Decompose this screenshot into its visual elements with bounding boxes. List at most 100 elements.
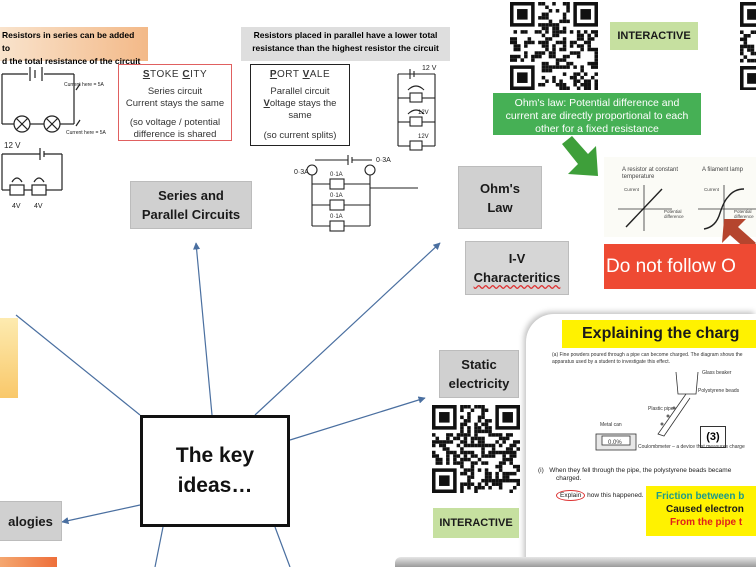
- iv-ylabel-1: Current: [624, 187, 640, 192]
- series-voltage-label: 12 V: [4, 141, 21, 150]
- slide-marks: (3): [700, 426, 726, 448]
- bottom-slide-edge: [395, 557, 756, 567]
- warning-banner: Do not follow O: [604, 244, 756, 289]
- interactive-label-bottom[interactable]: INTERACTIVE: [433, 508, 519, 538]
- port-line-3: (so current splits): [263, 130, 337, 141]
- slide-question-text: When they fell through the pipe, the pol…: [549, 467, 732, 474]
- orange-strip: [0, 557, 57, 567]
- series-current-bottom: Current here = 5A: [66, 130, 107, 136]
- parallel-ammeter-left: 0·3A: [294, 169, 309, 176]
- slide-explain: Explain how this happened.: [556, 490, 644, 501]
- key-ideas-line-1: The key: [175, 444, 255, 467]
- slide-label-glass: Glass beaker: [702, 370, 732, 376]
- stoke-title-s: S: [142, 69, 151, 80]
- series-current-top: Current here = 5A: [64, 82, 105, 88]
- node-static-electricity[interactable]: Static electricity: [439, 350, 519, 398]
- node-iv-characteristics[interactable]: I-V Characteritics: [465, 241, 569, 295]
- node-static-line-1: Static: [461, 357, 497, 372]
- stoke-title-c: C: [182, 69, 191, 80]
- node-series-parallel-line-1: Series and: [158, 188, 224, 203]
- parallel-voltage-top: 12 V: [422, 65, 437, 72]
- slide-answer-line-1: Friction between b: [656, 491, 745, 502]
- line-to-left: [15, 314, 141, 416]
- iv-title-resistor-2: temperature: [622, 174, 655, 180]
- stoke-title-rest2: ITY: [190, 69, 208, 80]
- port-line-2-v: V: [263, 98, 270, 109]
- series-banner: Resistors in series can be added to d th…: [0, 27, 148, 66]
- slide-title: Explaining the charg: [562, 320, 756, 348]
- warning-text: Do not follow O: [606, 255, 736, 277]
- iv-xlabel-1: Potential: [664, 209, 682, 214]
- key-ideas-line-2: ideas…: [177, 474, 253, 497]
- series-banner-line-1: Resistors in series can be added to: [2, 30, 135, 53]
- slide-title-text: Explaining the charg: [582, 325, 740, 342]
- slide-label-beads: Polystyrene beads: [698, 388, 740, 394]
- line-to-static: [289, 396, 426, 441]
- slide-answer: Friction between b Caused electron From …: [646, 486, 756, 536]
- iv-title-lamp: A filament lamp: [702, 167, 744, 173]
- series-bulb-v2: 4V: [34, 203, 43, 210]
- node-series-parallel[interactable]: Series and Parallel Circuits: [130, 181, 252, 229]
- iv-xlabel-1b: difference: [664, 214, 684, 219]
- line-to-iv: [254, 242, 441, 416]
- port-vale-title: PORT VALE: [251, 69, 349, 81]
- qr-code-iv-partial[interactable]: [740, 2, 756, 90]
- line-to-series: [193, 242, 213, 416]
- node-ohms-law[interactable]: Ohm's Law: [458, 166, 542, 229]
- port-title-p: P: [269, 69, 278, 80]
- ohms-law-statement: Ohm's law: Potential difference and curr…: [493, 93, 701, 135]
- green-arrow-icon: [562, 136, 598, 176]
- port-line-2: Voltage stays the same: [251, 98, 349, 122]
- yellow-side-box: [0, 318, 18, 398]
- node-iv-line-2: Characteritics: [473, 270, 561, 285]
- series-bulb-v1: 4V: [12, 203, 21, 210]
- qr-code-static[interactable]: [432, 405, 520, 493]
- slide-apparatus: Glass beaker Polystyrene beads Plastic p…: [595, 370, 745, 451]
- parallel-ammeter-right: 0·3A: [376, 157, 391, 164]
- node-analogies-label: alogies: [8, 513, 53, 529]
- node-key-ideas[interactable]: The key ideas…: [140, 415, 290, 527]
- parallel-banner-line-1: Resistors placed in parallel have a lowe…: [253, 30, 438, 40]
- slide-question-number: (i): [538, 467, 544, 474]
- line-down-left: [154, 526, 164, 567]
- qr-code-ohms-law[interactable]: [510, 2, 598, 90]
- slide-answer-line-2: Caused electron: [666, 504, 744, 515]
- slide-explain-rest: how this happened.: [585, 492, 644, 499]
- parallel-banner: Resistors placed in parallel have a lowe…: [241, 27, 450, 61]
- stoke-line-1: Series circuit: [147, 86, 203, 97]
- port-line-2-rest: oltage stays the same: [269, 98, 337, 121]
- node-analogies[interactable]: alogies: [0, 501, 62, 541]
- iv-graphs-svg: A resistor at constant temperature A fil…: [618, 167, 756, 231]
- interactive-label-top[interactable]: INTERACTIVE: [610, 22, 698, 50]
- port-vale-panel: PORT VALE Parallel circuit Voltage stays…: [250, 64, 350, 146]
- node-ohms-law-line-1: Ohm's: [480, 180, 520, 196]
- iv-xlabel-2: Potential: [734, 209, 752, 214]
- parallel-branch-v2: 12V: [418, 134, 429, 140]
- parallel-circuit-diagram: 12 V 12V 12V 0·3A 0·3A 0·1A 0·1A 0·1A: [294, 65, 437, 232]
- line-down-right: [274, 526, 291, 567]
- series-banner-line-2: d the total resistance of the circuit: [2, 56, 141, 66]
- stoke-line-2: Current stays the same: [125, 98, 225, 109]
- parallel-branch-v1: 12V: [418, 110, 429, 116]
- node-iv-line-1: I-V: [508, 251, 526, 266]
- stoke-city-panel: STOKE CITY Series circuit Current stays …: [118, 64, 232, 141]
- parallel-branch-a2: 0·1A: [330, 193, 343, 199]
- iv-title-resistor: A resistor at constant: [622, 167, 678, 173]
- node-series-parallel-line-2: Parallel Circuits: [141, 207, 241, 222]
- iv-xlabel-2b: difference: [734, 214, 754, 219]
- port-title-v: V: [302, 69, 310, 80]
- red-arrow-icon: [722, 219, 756, 251]
- slide-answer-line-3: From the pipe t: [670, 517, 743, 528]
- iv-line-resistor: [625, 188, 663, 228]
- node-static-line-2: electricity: [448, 376, 510, 391]
- port-line-1: Parallel circuit: [270, 86, 330, 97]
- stoke-line-4: difference is shared: [133, 129, 217, 140]
- stoke-title-rest1: TOKE: [150, 69, 183, 80]
- iv-curve-lamp: [703, 188, 745, 230]
- iv-ylabel-2: Current: [704, 187, 720, 192]
- slide-question-text-2: charged.: [556, 475, 582, 482]
- port-title-rest1: ORT: [277, 69, 303, 80]
- parallel-branch-a3: 0·1A: [330, 214, 343, 220]
- slide-label-can: Metal can: [600, 422, 622, 428]
